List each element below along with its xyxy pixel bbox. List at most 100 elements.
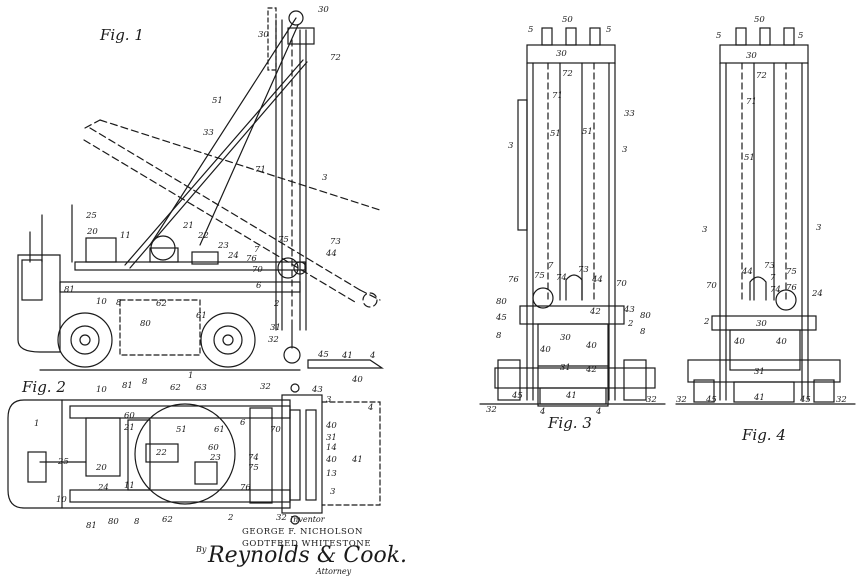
- reference-numeral: 45: [705, 395, 717, 405]
- reference-numeral: 70: [252, 265, 263, 275]
- reference-numeral: 63: [196, 383, 207, 393]
- box-23: [191, 251, 219, 265]
- plan-box-22: [145, 443, 179, 463]
- reference-numeral: 75: [278, 235, 289, 245]
- reference-numeral: 22: [197, 231, 209, 241]
- reference-numeral: 3: [326, 395, 331, 405]
- reference-numeral: 10: [96, 385, 107, 395]
- reference-numeral: 6: [240, 418, 246, 428]
- reference-numeral: 76: [240, 483, 251, 493]
- reference-numeral: 41: [565, 391, 577, 401]
- reference-numeral: 80: [640, 311, 651, 321]
- fig4-label-group: 50 5 5 30 72 71 51 3 3 44 73 7 75 70 74 …: [676, 15, 847, 405]
- front-wheel: [57, 312, 113, 368]
- reference-numeral: 2: [627, 319, 633, 329]
- reference-numeral: 6: [256, 281, 262, 291]
- fig1-title: Fig. 1: [99, 26, 144, 44]
- reference-numeral: 30: [560, 333, 571, 343]
- pulley-73: [293, 261, 307, 275]
- plan-turntable-6: [134, 403, 236, 505]
- reference-numeral: 32: [676, 395, 687, 405]
- plan-box-23: [194, 461, 218, 485]
- reference-numeral: 8: [134, 517, 140, 527]
- reference-numeral: 40: [733, 337, 745, 347]
- reference-numeral: 31: [560, 363, 571, 373]
- fig4-pulley-76: [775, 289, 797, 311]
- reference-numeral: 22: [155, 448, 167, 458]
- reference-numeral: 75: [786, 267, 797, 277]
- reference-numeral: 25: [85, 211, 97, 221]
- reference-numeral: 3: [330, 487, 335, 497]
- fig3-title: Fig. 3: [547, 414, 592, 432]
- inventor-name-1: GEORGE F. NICHOLSON: [242, 527, 363, 537]
- attorney-signature: Reynolds & Cook.: [207, 543, 407, 568]
- fig1-side-elevation: Fig. 1: [17, 5, 384, 385]
- reference-numeral: 50: [754, 15, 765, 25]
- reference-numeral: 81: [122, 381, 133, 391]
- reference-numeral: 43: [623, 305, 635, 315]
- reference-numeral: 41: [341, 351, 353, 361]
- reference-numeral: 11: [120, 231, 131, 241]
- reference-numeral: 31: [754, 367, 765, 377]
- fig1-label-group: 30 30 72 51 33 71 3 25 20 11 21 22 23 24…: [64, 5, 375, 385]
- reference-numeral: 3: [816, 223, 821, 233]
- reference-numeral: 4: [595, 407, 601, 417]
- reference-numeral: 74: [770, 285, 781, 295]
- fig4-load-frame: [729, 329, 801, 371]
- reference-numeral: 70: [706, 281, 717, 291]
- reference-numeral: 41: [753, 393, 765, 403]
- fig2-label-group: 10 81 8 62 63 32 43 3 4 1 60 21 51 61 6 …: [34, 377, 373, 531]
- reference-numeral: 2: [273, 299, 279, 309]
- reference-numeral: 51: [176, 425, 187, 435]
- fig3-base-frame: [494, 367, 656, 389]
- reference-numeral: 32: [486, 405, 497, 415]
- boom-33: [124, 59, 304, 266]
- reference-numeral: 72: [330, 53, 341, 63]
- rear-wheel: [200, 312, 256, 368]
- reference-numeral: 41: [351, 455, 363, 465]
- reference-numeral: 76: [246, 254, 257, 264]
- reference-numeral: 40: [325, 455, 337, 465]
- fig3-hook-73: [565, 274, 583, 301]
- reference-numeral: 43: [311, 385, 323, 395]
- pulley-75: [277, 257, 299, 279]
- reference-numeral: 32: [260, 382, 271, 392]
- fig3-label-group: 50 5 5 30 72 71 51 51 33 3 3 7 74 73 44 …: [486, 15, 657, 417]
- reference-numeral: 7: [770, 273, 776, 283]
- reference-numeral: 44: [591, 275, 603, 285]
- inventor-signature-block: Inventor GEORGE F. NICHOLSON GODTFRED WH…: [195, 515, 407, 576]
- reference-numeral: 20: [95, 463, 107, 473]
- reference-numeral: 80: [108, 517, 119, 527]
- chassis-frame: [59, 281, 301, 293]
- fig3-load-frame: [537, 323, 609, 407]
- reference-numeral: 50: [562, 15, 573, 25]
- reference-numeral: 20: [86, 227, 98, 237]
- upper-frame: [74, 261, 306, 271]
- plan-fork-4: [321, 401, 381, 506]
- reference-numeral: 3: [322, 173, 327, 183]
- reference-numeral: 74: [248, 453, 259, 463]
- reference-numeral: 61: [196, 311, 207, 321]
- dashed-tilted-boom: [83, 119, 381, 308]
- reference-numeral: 72: [756, 71, 767, 81]
- reference-numeral: 8: [496, 331, 502, 341]
- reference-numeral: 10: [96, 297, 107, 307]
- reference-numeral: 71: [552, 91, 563, 101]
- reference-numeral: 81: [64, 285, 75, 295]
- reference-numeral: 76: [508, 275, 519, 285]
- reference-numeral: 51: [582, 127, 593, 137]
- reference-numeral: 45: [511, 391, 523, 401]
- fork-41: [307, 359, 384, 369]
- reference-numeral: 42: [585, 365, 597, 375]
- reference-numeral: 81: [86, 521, 97, 531]
- reference-numeral: 75: [534, 271, 545, 281]
- reference-numeral: 4: [369, 351, 375, 361]
- winch-frame: [149, 247, 179, 263]
- reference-numeral: 33: [624, 109, 635, 119]
- reference-numeral: 30: [258, 30, 269, 40]
- plan-motor-20: [85, 417, 121, 477]
- reference-numeral: 3: [702, 225, 707, 235]
- reference-numeral: 70: [616, 279, 627, 289]
- reference-numeral: 70: [270, 425, 281, 435]
